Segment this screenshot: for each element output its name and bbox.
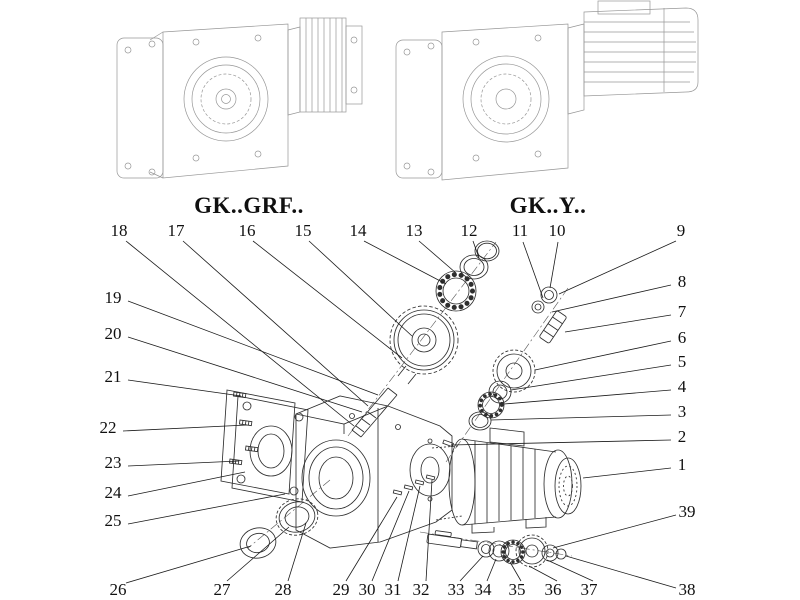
callout-22: 22 [100, 418, 117, 437]
gk-y-technical-drawing [395, 0, 699, 181]
callout-20: 20 [105, 324, 122, 343]
input-shaft-gear-set [351, 240, 500, 438]
exploded-assembly-drawing [220, 240, 582, 568]
callout-19: 19 [105, 288, 122, 307]
callout-27: 27 [214, 580, 232, 599]
flange-bolts [228, 391, 259, 466]
gearbox-housing [295, 395, 453, 549]
callout-16: 16 [239, 221, 256, 240]
heading-gk-grf: GK..GRF.. [194, 193, 304, 218]
callout-39: 39 [679, 502, 696, 521]
callout-15: 15 [295, 221, 312, 240]
callout-5: 5 [678, 352, 687, 371]
callout-3: 3 [678, 402, 687, 421]
gk-grf-technical-drawing [116, 17, 363, 179]
callout-21: 21 [105, 367, 122, 386]
callout-32: 32 [413, 580, 430, 599]
callout-38: 38 [679, 580, 696, 599]
callout-37: 37 [581, 580, 599, 599]
callout-28: 28 [275, 580, 292, 599]
callout-29: 29 [333, 580, 350, 599]
callout-12: 12 [461, 221, 478, 240]
callout-26: 26 [110, 580, 127, 599]
callout-24: 24 [105, 483, 123, 502]
callout-36: 36 [545, 580, 562, 599]
heading-gk-y: GK..Y.. [510, 193, 587, 218]
motor-mounting-studs [392, 474, 436, 496]
callout-11: 11 [512, 221, 528, 240]
model-headings: GK..GRF.. GK..Y.. [194, 193, 586, 218]
callout-31: 31 [385, 580, 402, 599]
output-shaft-assembly [426, 530, 567, 568]
callout-18: 18 [111, 221, 128, 240]
lower-left-centerline [247, 479, 331, 549]
callout-34: 34 [475, 580, 493, 599]
callout-13: 13 [406, 221, 423, 240]
callout-2: 2 [678, 427, 687, 446]
callout-35: 35 [509, 580, 526, 599]
callout-33: 33 [448, 580, 465, 599]
leader-lines [122, 240, 677, 589]
bevel-pinion-set [442, 286, 567, 448]
callout-30: 30 [359, 580, 376, 599]
callout-14: 14 [350, 221, 368, 240]
callout-23: 23 [105, 453, 122, 472]
callout-8: 8 [678, 272, 687, 291]
callout-7: 7 [678, 302, 687, 321]
callout-6: 6 [678, 328, 687, 347]
callout-25: 25 [105, 511, 122, 530]
input-axis-centerline [347, 241, 497, 437]
callout-4: 4 [678, 377, 687, 396]
motor [431, 427, 582, 534]
mounting-flange-plate [220, 389, 309, 503]
callout-10: 10 [549, 221, 566, 240]
callout-17: 17 [168, 221, 186, 240]
callout-1: 1 [678, 455, 687, 474]
callout-9: 9 [677, 221, 686, 240]
callout-numbers: 18 17 16 15 14 13 12 11 10 9 8 7 6 5 4 3… [100, 221, 696, 599]
lower-left-seal-and-ring [239, 498, 319, 559]
